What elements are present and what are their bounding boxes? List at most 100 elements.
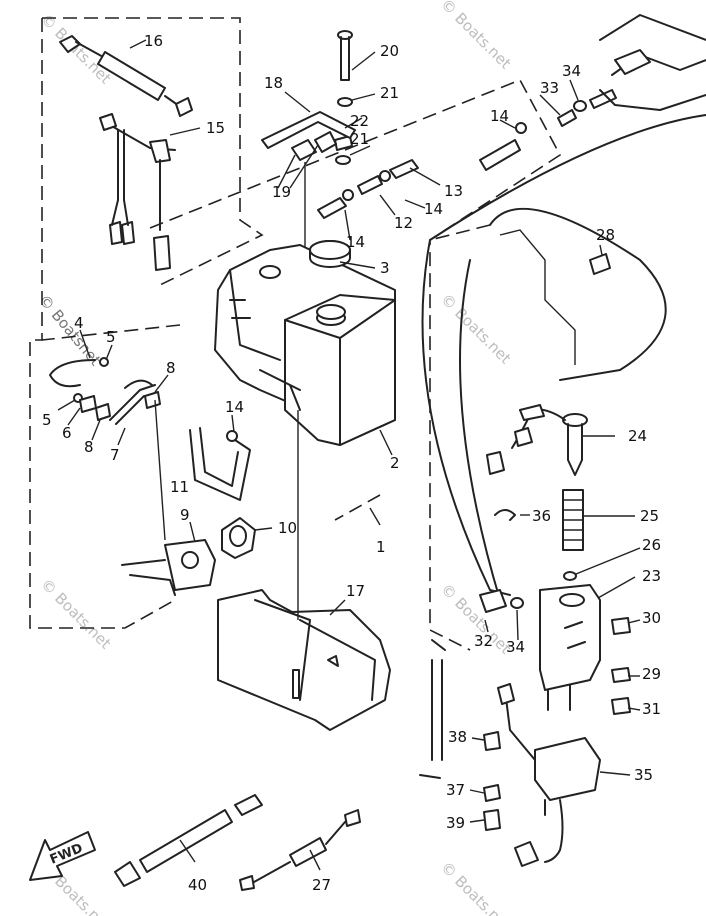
fitting-30-icon: [611, 617, 631, 635]
callout-14b: 14: [424, 200, 443, 218]
filter-25-icon: [562, 489, 584, 551]
leader-lines: [57, 39, 641, 871]
clip-36-icon: [494, 509, 516, 521]
callout-23: 23: [642, 567, 661, 585]
callout-25: 25: [640, 507, 659, 525]
callout-30: 30: [642, 609, 661, 627]
fitting-6-icon: [79, 395, 97, 413]
watermark: © Boats.net: [37, 575, 115, 653]
callout-36: 36: [532, 507, 551, 525]
callout-17: 17: [346, 582, 365, 600]
watermark-side: © Boatsnet: [35, 291, 105, 369]
callout-12: 12: [394, 214, 413, 232]
leader-line: [154, 399, 166, 541]
bolt-20-icon: [337, 30, 353, 81]
callout-14c: 14: [346, 233, 365, 251]
callout-22: 22: [350, 112, 369, 130]
callout-34: 34: [562, 62, 581, 80]
hose-4-icon: [49, 359, 96, 388]
callout-21b: 21: [350, 130, 369, 148]
callout-28: 28: [596, 226, 615, 244]
callout-24: 24: [628, 427, 647, 445]
watermark: © Boats.net: [437, 290, 515, 368]
oil-tank-23-icon: [539, 584, 601, 711]
callout-4: 4: [74, 314, 84, 332]
callout-9: 9: [180, 506, 190, 524]
wire-harness-15-icon: [99, 113, 176, 271]
callout-numbers: 16 15 18 20 21 22 21 19 14 34 33 13 14 1…: [42, 32, 661, 894]
filter-10-icon: [221, 517, 256, 559]
washer-21-icon: [335, 97, 353, 165]
callout-33: 33: [540, 79, 559, 97]
callout-7: 7: [110, 446, 120, 464]
assembly-outline-right: [149, 78, 562, 651]
hose-7-icon: [109, 379, 156, 425]
callout-34b: 34: [506, 638, 525, 656]
clamp-34-icon: [510, 100, 587, 609]
callout-8b: 8: [166, 359, 176, 377]
pump-9-icon: [121, 539, 216, 596]
callout-2: 2: [390, 454, 400, 472]
callout-13: 13: [444, 182, 463, 200]
callout-16: 16: [144, 32, 163, 50]
hose-13-icon: [317, 139, 521, 219]
callout-19: 19: [272, 183, 291, 201]
fuel-tank-2-icon: [214, 244, 396, 446]
cable-16-icon: [59, 35, 193, 117]
callout-32: 32: [474, 632, 493, 650]
callout-39: 39: [446, 814, 465, 832]
sender-24-icon: [486, 404, 588, 476]
callout-20: 20: [380, 42, 399, 60]
callout-40: 40: [188, 876, 207, 894]
clip-5-icon: [73, 357, 109, 403]
fitting-31-icon: [611, 697, 631, 715]
callout-14d: 14: [225, 398, 244, 416]
callout-14: 14: [490, 107, 509, 125]
pump-35-icon: [497, 683, 601, 867]
callout-37: 37: [446, 781, 465, 799]
clamp-14-icon: [226, 122, 527, 442]
callout-1: 1: [376, 538, 386, 556]
callout-27: 27: [312, 876, 331, 894]
hose-lower-icon: [431, 639, 446, 761]
fitting-29-icon: [611, 667, 631, 683]
callout-3: 3: [380, 259, 390, 277]
watermark: © Boats.net: [437, 858, 515, 916]
callout-11: 11: [170, 478, 189, 496]
nut-22-icon: [334, 135, 353, 151]
callout-5: 5: [106, 328, 116, 346]
callout-21: 21: [380, 84, 399, 102]
callout-26: 26: [642, 536, 661, 554]
joint-33-icon: [557, 109, 577, 127]
cable-40-icon: [114, 794, 263, 887]
engine-cover-icon: [429, 14, 706, 381]
watermark: © Boats.net: [437, 0, 515, 73]
pad-19-icon: [291, 131, 337, 161]
callout-8: 8: [84, 438, 94, 456]
fitting-8-icon: [95, 391, 161, 421]
cable-27-icon: [239, 809, 361, 891]
callout-5b: 5: [42, 411, 52, 429]
watermark: © Boats.net: [37, 10, 115, 88]
assembly-outline-left: [29, 17, 381, 629]
fitting-37-icon: [483, 784, 501, 802]
bracket-17-icon: [217, 589, 391, 731]
clip-icon: [419, 774, 441, 779]
callout-29: 29: [642, 665, 661, 683]
callout-15: 15: [206, 119, 225, 137]
hose-11-icon: [189, 427, 251, 501]
plug-28-icon: [589, 253, 611, 275]
strap-18-icon: [261, 111, 356, 149]
fitting-39-icon: [483, 809, 501, 831]
hose-32-icon: [421, 239, 511, 613]
fitting-38-icon: [483, 731, 501, 751]
callout-31: 31: [642, 700, 661, 718]
callout-6: 6: [62, 424, 72, 442]
callout-10: 10: [278, 519, 297, 537]
joint-12-icon: [357, 175, 383, 195]
callout-18: 18: [264, 74, 283, 92]
callout-35: 35: [634, 766, 653, 784]
washer-26-icon: [563, 571, 577, 581]
callout-38: 38: [448, 728, 467, 746]
